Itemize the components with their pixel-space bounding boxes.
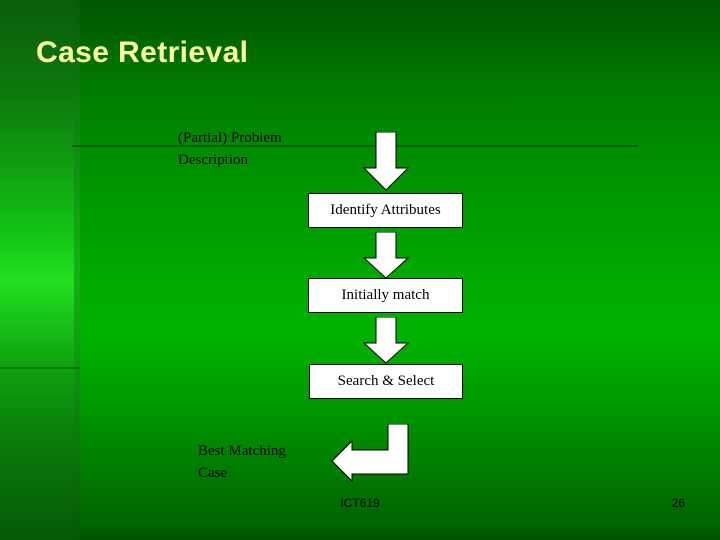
arrow-elbow-left-icon [330, 424, 410, 482]
box-initially-match: Initially match [308, 278, 463, 313]
footer-course-code: ICT619 [340, 496, 380, 510]
background-left-band-accent [74, 0, 80, 540]
label-partial-problem-description: (Partial) Problem Description [178, 130, 282, 168]
box-identify-attributes-label: Identify Attributes [330, 202, 441, 218]
arrow-down-icon-3 [362, 317, 410, 365]
box-search-and-select-label: Search & Select [337, 373, 435, 389]
arrow-down-icon-1 [362, 132, 410, 192]
background-top-band [0, 0, 720, 146]
background-left-band [0, 0, 74, 540]
label-best-matching-case: Best Matching Case [198, 443, 286, 481]
box-search-and-select: Search & Select [309, 364, 463, 399]
background-bottom-band [80, 520, 720, 540]
box-identify-attributes: Identify Attributes [308, 193, 463, 228]
background-horizontal-rule-lower [0, 367, 80, 369]
arrow-down-icon-2 [362, 232, 410, 280]
box-initially-match-label: Initially match [341, 287, 430, 303]
footer-page-number: 26 [671, 496, 685, 510]
background-horizontal-rule [72, 145, 638, 147]
page-title: Case Retrieval [36, 36, 249, 69]
